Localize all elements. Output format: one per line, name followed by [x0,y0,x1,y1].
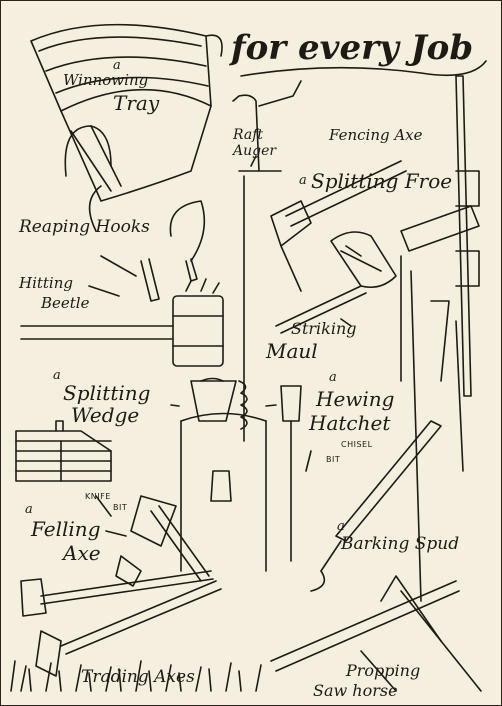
beetle-label: Beetle [41,294,90,312]
log-cabin-drawing [15,420,112,482]
page-title: for every Job [231,28,474,68]
fencing-axe-label: Fencing Axe [329,126,423,144]
tray-label: Tray [113,91,160,115]
splitting-froe-article: a [299,173,307,188]
hewing-hatchet-drawing [280,385,302,562]
hitting-label: Hitting [19,274,73,292]
trading-axes-drawing [20,570,222,677]
felling-article: a [25,502,33,517]
hewing-article: a [329,370,337,385]
hewing-label: Hewing [316,387,395,411]
wedge-article: a [53,368,61,383]
title-flourish [240,60,487,77]
striking-maul-drawing [275,231,397,334]
hitting-beetle-drawing [20,278,224,367]
trading-axes-label: Trading Axes [81,667,195,687]
raft-label: Raft [233,127,264,143]
barking-spud-label: Barking Spud [341,534,460,554]
striking-label: Striking [291,319,357,338]
splitting-label: Splitting [63,381,151,405]
splitting-froe-drawing [400,75,480,397]
barking-spud-drawing [310,420,442,592]
barking-article: a [337,519,345,534]
reaping-hooks-label: Reaping Hooks [19,217,150,237]
knife-bit-label: BIT [113,503,128,512]
felling-axe-label: Axe [63,541,101,565]
propping-label: Propping [346,661,421,680]
chisel-label: CHISEL [341,440,373,449]
reaping-hooks-drawing [88,185,206,302]
felling-axe-drawing [115,495,210,587]
chisel-bit-label: BIT [326,455,341,464]
felling-label: Felling [31,517,101,541]
knife-label: KNIFE [85,492,111,501]
saw-horse-drawing [270,575,482,692]
winnowing-article: a [113,58,121,73]
splitting-wedge-stump-drawing [180,377,267,572]
raft-auger-drawing [232,80,302,442]
wedge-label: Wedge [71,403,140,427]
saw-horse-label: Saw horse [313,681,398,700]
winnowing-label: Winnowing [63,71,149,89]
maul-label: Maul [266,339,318,363]
hatchet-label: Hatchet [309,411,391,435]
auger-label: Auger [233,143,277,159]
splitting-froe-label: Splitting Froe [311,169,453,193]
fencing-axe-drawing [270,160,407,292]
winnowing-tray-drawing [30,23,223,202]
